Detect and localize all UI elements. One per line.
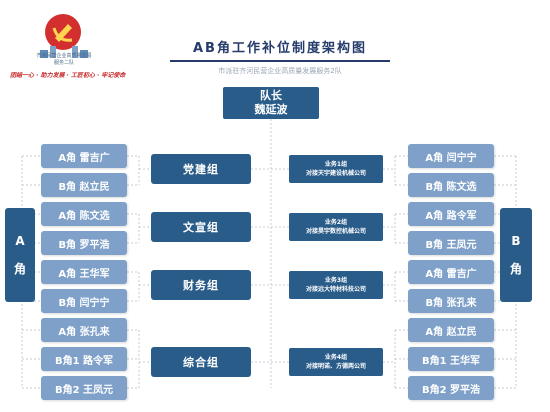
member-box: B角 陈文选	[408, 173, 494, 197]
captain-role: 队长	[260, 89, 282, 102]
business-group-title: 业务3组	[324, 277, 348, 284]
side-a-box: A 角	[5, 208, 35, 302]
captain-name: 魏延波	[254, 103, 288, 116]
member-box: B角 罗平浩	[41, 231, 127, 255]
member-box: B角 张孔来	[408, 289, 494, 313]
member-box: B角2 王凤元	[41, 376, 127, 400]
business-group-desc: 对接远大特材科技公司	[305, 286, 366, 293]
business-group-2: 业务2组 对接昊宇数控机械公司	[289, 213, 383, 241]
business-group-1: 业务1组 对接天宇建设机械公司	[289, 155, 383, 183]
member-box: B角1 王华军	[408, 347, 494, 371]
member-box: A角 王华军	[41, 260, 127, 284]
logo-caption-line1: 齐河民营企业高质量发展	[36, 53, 92, 59]
member-box: B角2 罗平浩	[408, 376, 494, 400]
member-box: A角 陈文选	[41, 202, 127, 226]
member-box: A角 雷吉广	[41, 144, 127, 168]
group-box-publicity: 文宣组	[151, 212, 251, 242]
member-box: A角 雷吉广	[408, 260, 494, 284]
member-box: B角 赵立民	[41, 173, 127, 197]
business-group-title: 业务1组	[324, 161, 348, 168]
group-box-general: 综合组	[151, 347, 251, 377]
business-group-3: 业务3组 对接远大特材科技公司	[289, 271, 383, 299]
business-group-desc: 对接昊宇数控机械公司	[305, 228, 366, 235]
member-box: B角 闫宁宁	[41, 289, 127, 313]
side-a-line1: A	[15, 234, 25, 248]
group-box-finance: 财务组	[151, 270, 251, 300]
page-subtitle: 市派驻齐河民营企业高质量发展服务2队	[218, 67, 342, 75]
member-box: A角 张孔来	[41, 318, 127, 342]
member-box: B角 王凤元	[408, 231, 494, 255]
business-group-desc: 对接天宇建设机械公司	[305, 170, 366, 177]
title-underline	[170, 60, 390, 62]
member-box: A角 闫宁宁	[408, 144, 494, 168]
group-box-party-building: 党建组	[151, 154, 251, 184]
party-emblem-logo	[28, 10, 98, 72]
business-group-title: 业务4组	[324, 354, 348, 361]
member-box: A角 路令军	[408, 202, 494, 226]
slogan: 团结一心 · 助力发展 · 工匠初心 · 牢记使命	[10, 72, 126, 79]
logo-caption-line2: 服务二队	[53, 60, 74, 66]
side-b-line1: B	[511, 234, 521, 248]
business-group-title: 业务2组	[324, 219, 348, 226]
side-b-box: B 角	[500, 208, 532, 302]
emblem-icon	[40, 14, 88, 58]
side-b-line2: 角	[509, 262, 522, 276]
logo-caption: 齐河民营企业高质量发展 服务二队	[22, 53, 106, 67]
member-box: A角 赵立民	[408, 318, 494, 342]
captain-box: 队长 魏延波	[223, 87, 319, 119]
page-title: AB角工作补位制度架构图	[193, 41, 367, 56]
side-a-line2: 角	[13, 262, 26, 276]
business-group-desc: 对接明诺、方德两公司	[305, 363, 366, 370]
member-box: B角1 路令军	[41, 347, 127, 371]
business-group-4: 业务4组 对接明诺、方德两公司	[289, 348, 383, 376]
